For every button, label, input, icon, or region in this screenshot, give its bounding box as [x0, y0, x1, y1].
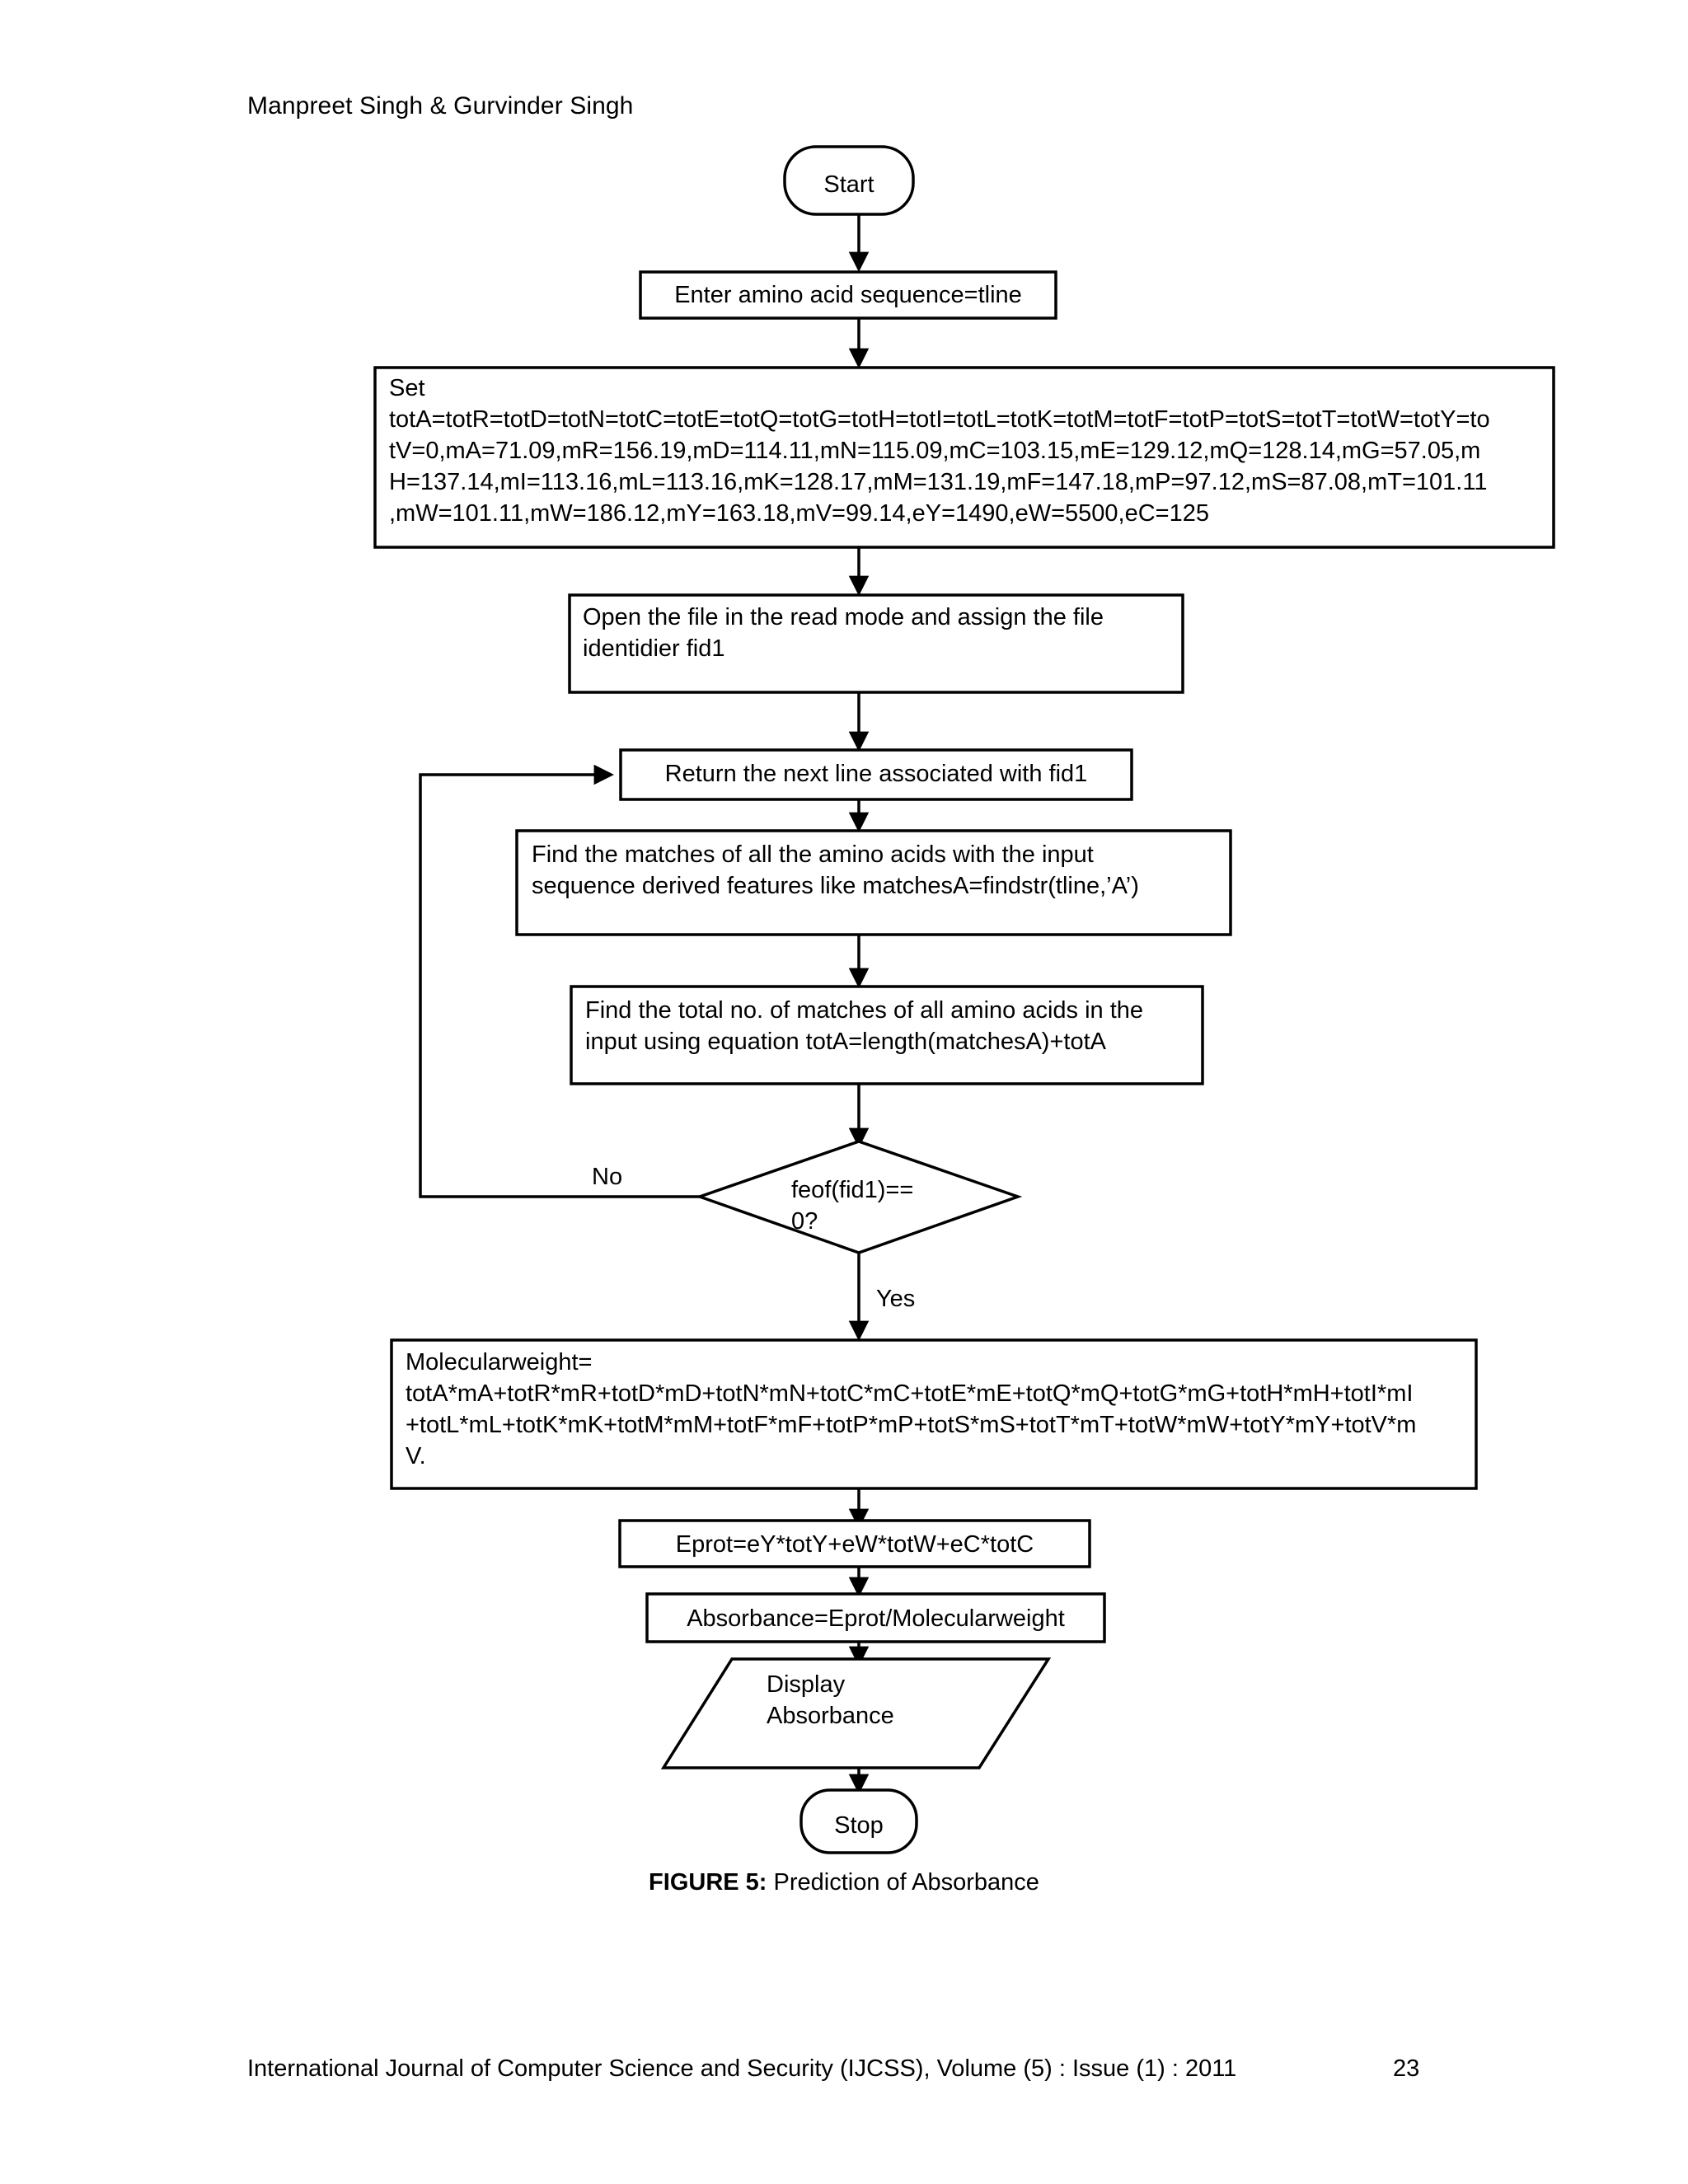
node-open-file-label: Open the file in the read mode and assig…	[583, 604, 1104, 662]
node-set-constants-shape	[373, 366, 1555, 549]
node-find-total-shape	[570, 985, 1204, 1085]
footer-journal-line: International Journal of Computer Scienc…	[247, 2055, 1237, 2082]
figure-caption-label: FIGURE 5:	[649, 1869, 767, 1896]
node-eprot-label: Eprot=eY*totY+eW*totW+eC*totC	[675, 1531, 1034, 1558]
node-absorbance-shape	[645, 1592, 1106, 1643]
node-return-line-label: Return the next line associated with fid…	[664, 761, 1088, 787]
figure-caption-text: Prediction of Absorbance	[767, 1869, 1039, 1896]
running-head: Manpreet Singh & Gurvinder Singh	[247, 92, 634, 120]
node-return-line-shape	[619, 748, 1133, 801]
node-absorbance-label: Absorbance=Eprot/Molecularweight	[687, 1605, 1065, 1632]
node-open-file-shape	[568, 593, 1184, 694]
figure-caption: FIGURE 5: Prediction of Absorbance	[0, 1869, 1688, 1896]
node-display-absorbance-label: Display Absorbance	[767, 1671, 894, 1729]
node-stop-label: Stop	[834, 1812, 884, 1839]
node-enter-sequence-shape	[639, 270, 1057, 320]
node-find-matches-label: Find the matches of all the amino acids …	[532, 841, 1139, 899]
node-eprot-shape	[618, 1519, 1091, 1568]
edge-label-no: No	[592, 1164, 623, 1190]
edge-no-loopback	[419, 764, 700, 1198]
node-display-absorbance-shape	[660, 1657, 1052, 1769]
edge-label-yes: Yes	[876, 1286, 916, 1312]
node-eof-decision-label: feof(fid1)== 0?	[791, 1177, 914, 1235]
node-set-constants-label: Set totA=totR=totD=totN=totC=totE=totQ=t…	[389, 375, 1490, 527]
footer-page-number: 23	[1393, 2055, 1420, 2082]
node-stop-shape	[799, 1788, 918, 1854]
node-start-shape	[783, 145, 915, 216]
node-start-label: Start	[823, 171, 874, 198]
node-molecular-weight-label: Molecularweight= totA*mA+totR*mR+totD*mD…	[406, 1349, 1417, 1469]
node-find-total-label: Find the total no. of matches of all ami…	[585, 997, 1144, 1055]
node-find-matches-shape	[515, 829, 1232, 936]
node-enter-sequence-label: Enter amino acid sequence=tline	[674, 282, 1022, 308]
node-molecular-weight-shape	[390, 1338, 1478, 1490]
